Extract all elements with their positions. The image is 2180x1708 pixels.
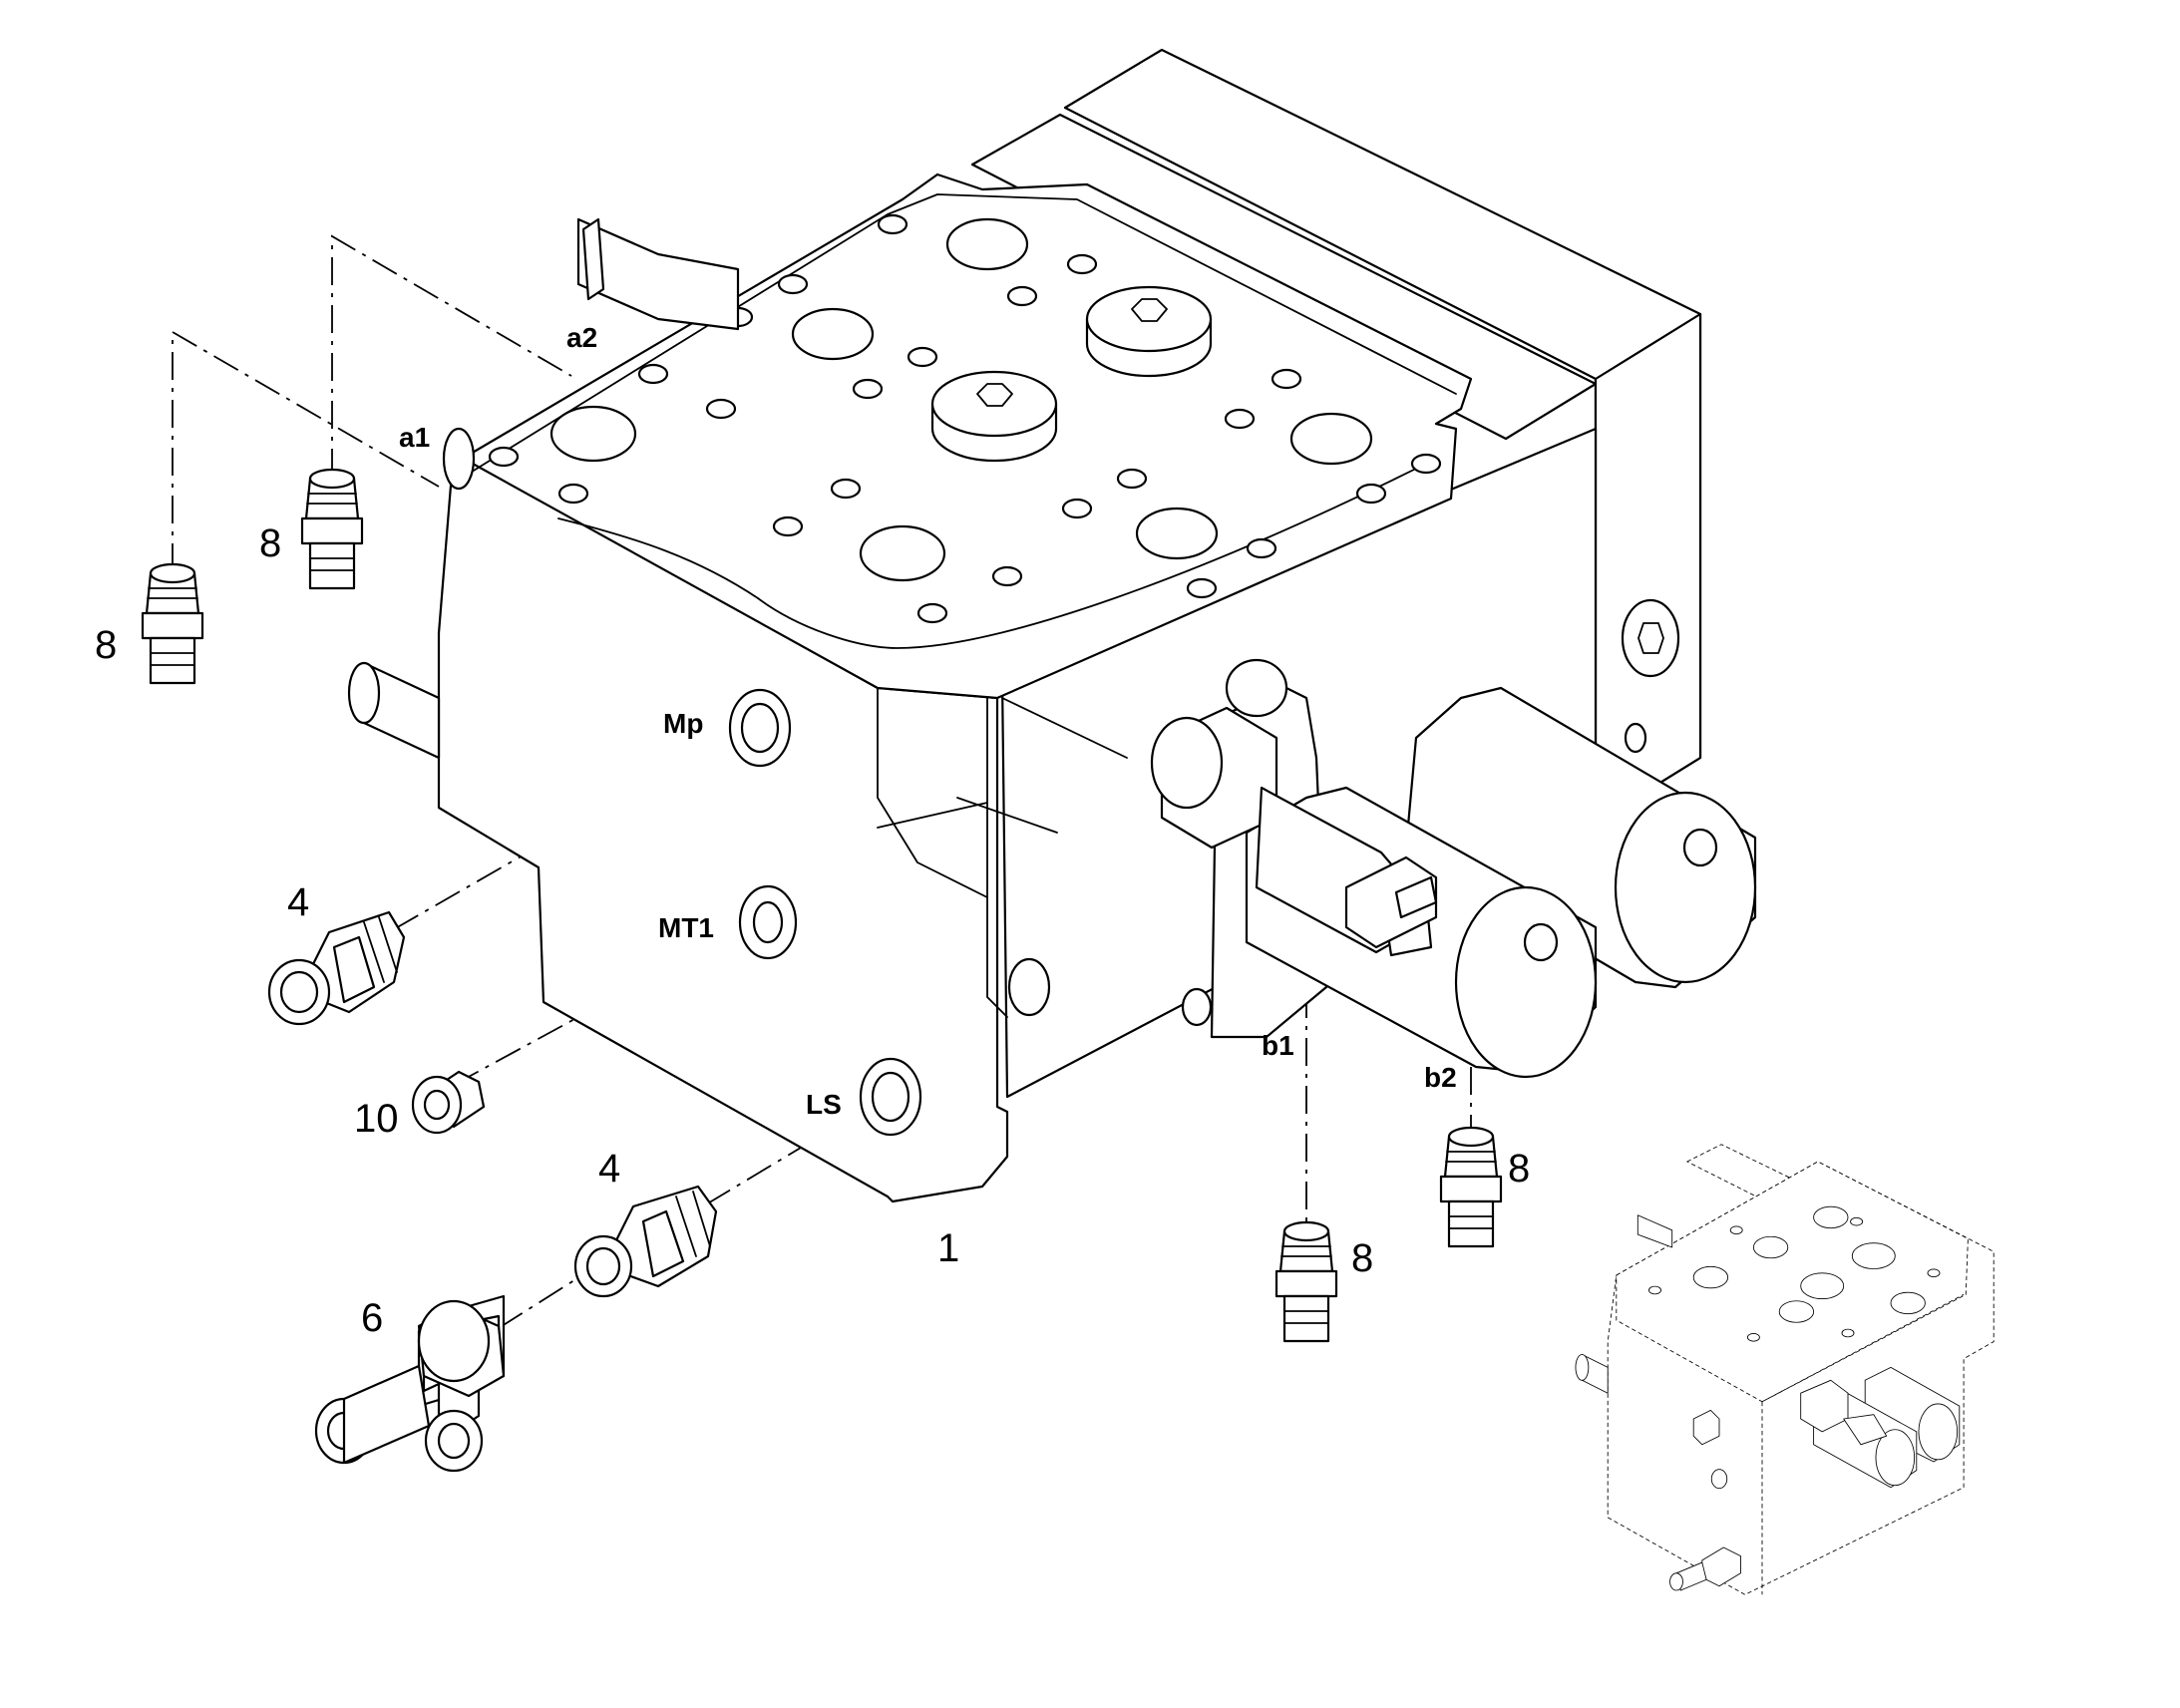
part-label-fitting-a1: 8 xyxy=(95,623,117,667)
part-label-body: 1 xyxy=(937,1226,959,1270)
leader-ls xyxy=(705,1096,887,1205)
part-label-plug-mt1: 10 xyxy=(354,1097,399,1141)
fitting-a2 xyxy=(300,468,364,590)
top-plate-holes xyxy=(488,213,1442,624)
left-cartridges xyxy=(347,217,740,760)
fitting-a1 xyxy=(141,562,204,685)
front-ports xyxy=(728,688,1051,1137)
plug-mt1 xyxy=(411,1070,486,1135)
solenoid-assembly xyxy=(1150,658,1757,1079)
leader-a1 xyxy=(172,330,440,571)
port-label-ls: LS xyxy=(806,1089,842,1120)
port-label-mt1: MT1 xyxy=(658,912,714,943)
valve-body xyxy=(347,48,1757,1203)
port-label-mp: Mp xyxy=(663,708,703,739)
tee-fitting xyxy=(314,1294,506,1473)
port-label-a2: a2 xyxy=(566,322,597,353)
port-labels: a1 a2 Mp MT1 LS b1 b2 xyxy=(399,322,1457,1120)
fitting-b2 xyxy=(1439,1126,1503,1248)
port-label-b2: b2 xyxy=(1424,1062,1457,1093)
fitting-b1 xyxy=(1274,1220,1338,1343)
leader-a2 xyxy=(331,234,572,477)
port-label-a1: a1 xyxy=(399,422,430,453)
part-labels: 1 8 8 4 10 4 6 8 8 xyxy=(95,521,1530,1340)
part-label-fitting-b1: 8 xyxy=(1351,1236,1373,1280)
part-label-fitting-mp: 4 xyxy=(287,880,309,924)
part-label-fitting-b2: 8 xyxy=(1508,1147,1530,1191)
fitting-mp xyxy=(267,910,406,1026)
top-bolts xyxy=(930,285,1213,463)
end-plate-bolt xyxy=(1621,598,1680,754)
part-label-tee: 6 xyxy=(361,1296,383,1340)
part-label-fitting-ls: 4 xyxy=(598,1147,620,1191)
fitting-ls xyxy=(573,1185,718,1298)
thumbnail-overview xyxy=(1575,1144,1995,1595)
port-label-b1: b1 xyxy=(1262,1030,1294,1061)
part-label-fitting-a2: 8 xyxy=(259,521,281,565)
